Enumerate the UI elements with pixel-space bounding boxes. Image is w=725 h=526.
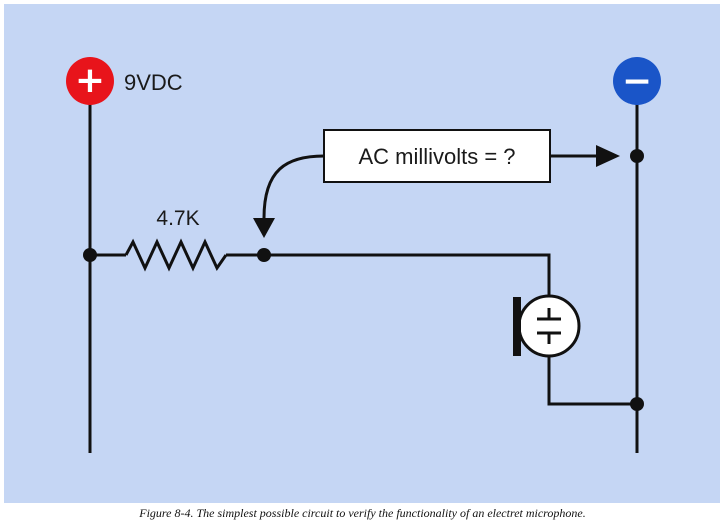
minus-icon (613, 57, 661, 105)
plus-icon (66, 57, 114, 105)
wire-resistor-to-mic (226, 253, 551, 296)
junction-right-lower (630, 397, 644, 411)
arrow-to-test-point (253, 218, 275, 238)
negative-terminal: − (613, 57, 661, 105)
junction-test-point (257, 248, 271, 262)
junction-right-upper (630, 149, 644, 163)
wire-mic-to-ground (547, 356, 637, 406)
electret-microphone-icon (513, 294, 581, 358)
plus-symbol: + (75, 60, 105, 101)
supply-voltage-label: 9VDC (124, 70, 183, 95)
meter-box (323, 129, 551, 183)
resistor-label: 4.7K (156, 207, 199, 230)
arrow-icon (262, 154, 325, 219)
figure-caption: Figure 8-4. The simplest possible circui… (139, 506, 586, 520)
arrow-head-right (596, 145, 620, 167)
resistor-icon (124, 238, 228, 272)
meter-label: AC millivolts = ? (358, 144, 515, 169)
positive-terminal: + (66, 57, 114, 105)
junction-left (83, 248, 97, 262)
minus-symbol: − (622, 61, 652, 102)
